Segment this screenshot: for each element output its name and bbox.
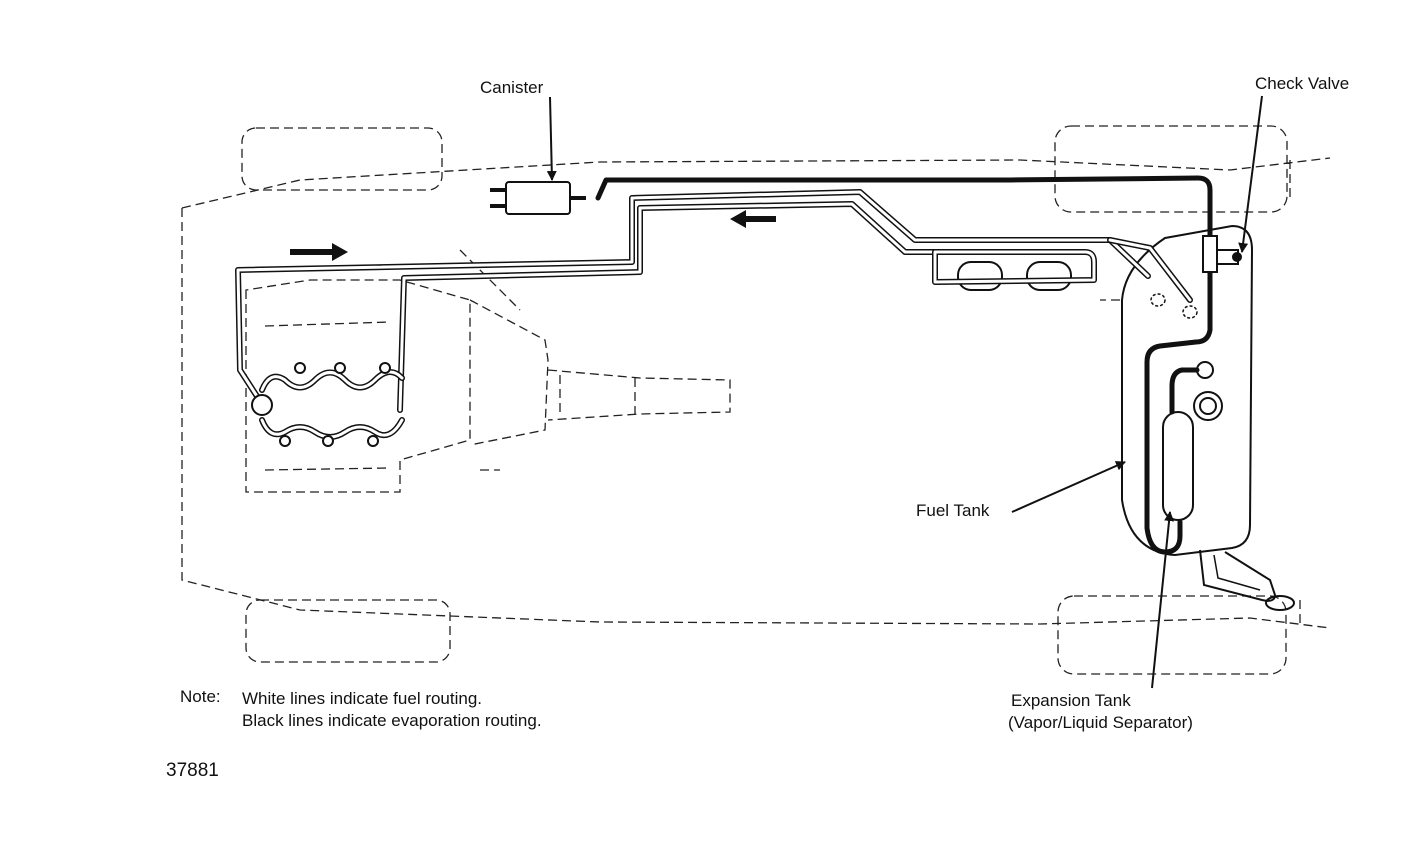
underbody-dashes	[459, 249, 1120, 471]
fuel-tank-label: Fuel Tank	[916, 501, 990, 520]
injector-6	[367, 435, 379, 447]
canister-label: Canister	[480, 78, 544, 97]
check-valve-body	[1232, 252, 1242, 262]
fuel-filler-ring-inner	[1199, 397, 1217, 415]
fuel-filler-ring-outer	[1193, 391, 1223, 421]
flow-arrow-to-engine	[290, 243, 348, 261]
evap-line-tank-to-separator	[1169, 367, 1200, 415]
canister-leader	[546, 96, 557, 181]
injector-5	[322, 435, 334, 447]
filler-neck	[1199, 549, 1277, 602]
front-left-wheel	[241, 127, 443, 191]
filler-cap	[1265, 595, 1295, 611]
fuel-pressure-regulator	[251, 394, 273, 416]
fuel-tank-leader	[1011, 461, 1126, 513]
injector-4	[279, 435, 291, 447]
fuel-routing-lines	[235, 189, 1193, 440]
engine-block-outline	[245, 279, 471, 493]
transmission-outline	[469, 299, 731, 446]
figure-number: 37881	[166, 760, 219, 781]
rear-left-wheel	[1054, 125, 1288, 213]
note-line-fuel-routing: White lines indicate fuel routing.	[242, 689, 483, 708]
vehicle-body-outline	[181, 157, 1331, 629]
expansion-tank	[1162, 411, 1194, 521]
flow-arrow-return	[730, 210, 776, 228]
check-valve-label: Check Valve	[1255, 74, 1350, 93]
tank-port-left	[1150, 293, 1166, 307]
check-valve	[1202, 235, 1239, 273]
rear-right-wheel	[1057, 595, 1287, 675]
evap-line-valve-to-separator	[1144, 269, 1213, 555]
injector-3	[379, 362, 391, 374]
filler-neck-inner	[1213, 554, 1261, 591]
fuel-tank	[1121, 224, 1254, 557]
fuel-filter-2	[1026, 261, 1072, 291]
expansion-tank-label-line2: (Vapor/Liquid Separator)	[1008, 713, 1193, 732]
injector-2	[334, 362, 346, 374]
front-right-wheel	[245, 599, 451, 663]
check-valve-leader	[1238, 95, 1263, 253]
injector-1	[294, 362, 306, 374]
note-prefix: Note:	[180, 687, 221, 706]
tank-port-right	[1182, 305, 1198, 319]
evap-line-canister-to-check-valve	[595, 175, 1213, 238]
expansion-tank-label-line1: Expansion Tank	[1011, 691, 1131, 710]
fuel-filter-1	[957, 261, 1003, 291]
canister	[505, 181, 571, 215]
expansion-tank-leader	[1151, 511, 1175, 689]
note-line-evap-routing: Black lines indicate evaporation routing…	[242, 711, 542, 730]
